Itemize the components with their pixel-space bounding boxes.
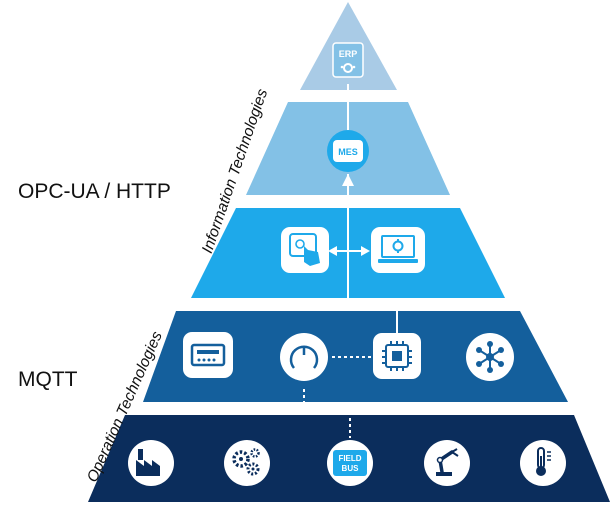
fieldbus-icon: FIELD BUS	[327, 440, 373, 486]
network-hub-icon	[466, 333, 514, 381]
protocol-label-mqtt: MQTT	[18, 368, 78, 391]
protocol-label-opc-ua-http: OPC-UA / HTTP	[18, 180, 171, 203]
mes-icon: MES	[327, 130, 369, 172]
hmi-touch-icon	[281, 227, 329, 273]
robot-arm-icon	[424, 440, 470, 486]
factory-icon	[128, 440, 174, 486]
right-arrow-icon	[361, 246, 370, 256]
fieldbus-label-bottom: BUS	[342, 464, 360, 473]
sensor-gauge-icon	[280, 333, 328, 381]
monitor-panel-icon	[183, 332, 233, 378]
left-arrow-icon	[328, 246, 337, 256]
mes-icon-label: MES	[338, 147, 358, 157]
gears-icon	[224, 440, 270, 486]
computer-settings-icon	[371, 227, 425, 273]
fieldbus-label-top: FIELD	[338, 454, 361, 463]
thermometer-icon	[520, 440, 566, 486]
erp-icon-label: ERP	[339, 49, 358, 59]
erp-icon: ERP	[332, 42, 364, 78]
control-tier	[143, 311, 568, 402]
up-arrow-icon	[342, 174, 354, 186]
plc-chip-icon	[373, 333, 421, 379]
